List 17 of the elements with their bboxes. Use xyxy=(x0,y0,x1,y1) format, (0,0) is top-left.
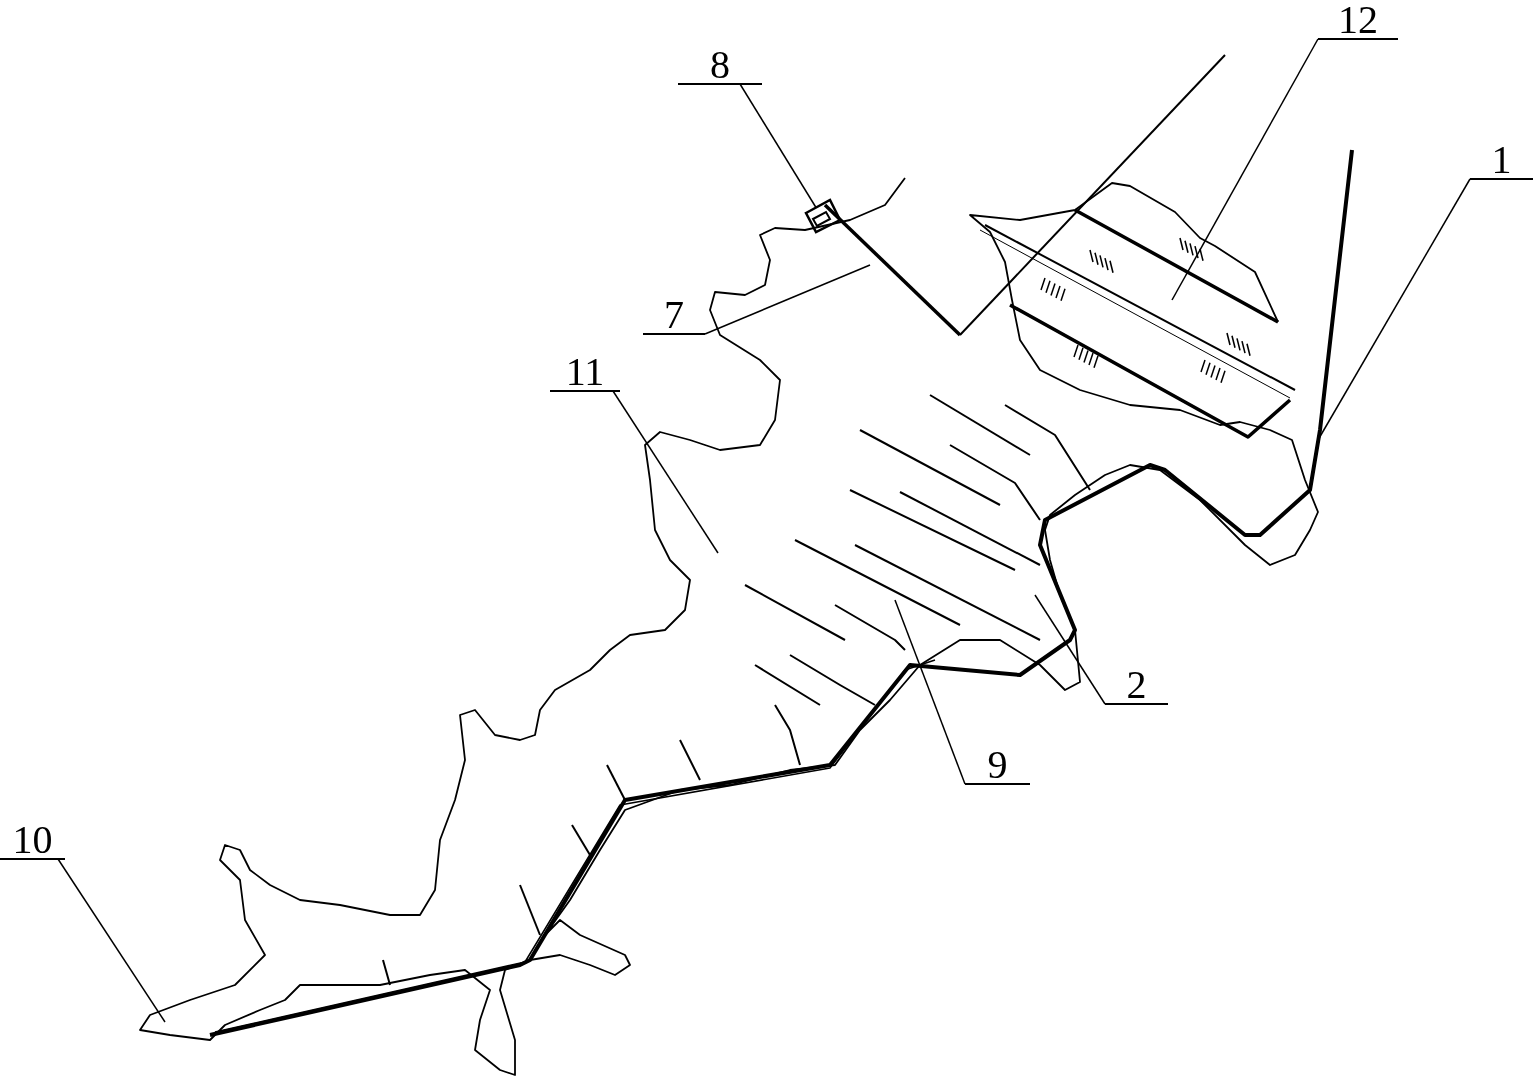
leader-line xyxy=(57,858,166,1023)
leader-line xyxy=(1317,178,1471,441)
callout-number: 2 xyxy=(1105,665,1168,705)
leader-line xyxy=(894,599,966,785)
leader-line xyxy=(612,390,719,554)
callout-number: 8 xyxy=(678,45,762,85)
leader-line xyxy=(1034,594,1106,705)
callout-number: 7 xyxy=(643,295,705,335)
leader-line xyxy=(1171,38,1319,301)
callout-number: 9 xyxy=(965,745,1030,785)
callout-number: 1 xyxy=(1470,140,1533,180)
callout-number: 12 xyxy=(1318,0,1398,40)
callout-number: 10 xyxy=(0,820,65,860)
callout-number: 11 xyxy=(550,352,620,392)
leader-line xyxy=(739,83,817,209)
leader-line xyxy=(704,264,871,335)
gate-structure-drawing xyxy=(804,198,842,234)
